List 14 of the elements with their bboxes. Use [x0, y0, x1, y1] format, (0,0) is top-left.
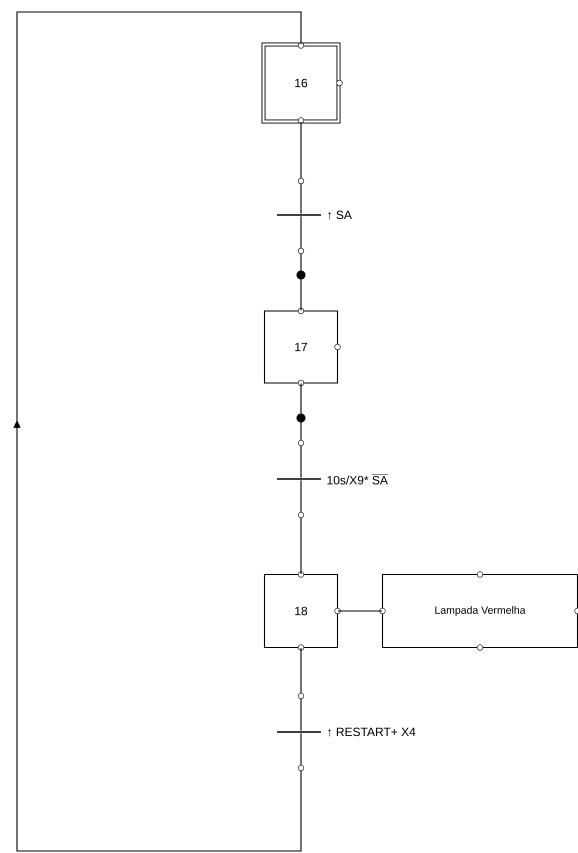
link-line — [300, 480, 302, 574]
link-line — [300, 216, 302, 310]
step-box: 18 — [264, 571, 341, 651]
action-box: Lampada Vermelha — [379, 571, 578, 651]
link-line — [300, 122, 302, 214]
step-box: 17 — [264, 308, 341, 386]
link-line — [300, 384, 302, 478]
transition-condition: ↑ RESTART+ X4 — [328, 728, 416, 736]
transition-condition: $\text{10s/X9* }\overline{\text{SA}}$ — [327, 474, 388, 484]
link-line — [300, 648, 302, 731]
return-line — [13, 11, 302, 852]
initial-step-box: 16 — [262, 42, 343, 124]
transition-condition: ↑ SA — [328, 210, 352, 220]
connector-line — [338, 610, 382, 612]
